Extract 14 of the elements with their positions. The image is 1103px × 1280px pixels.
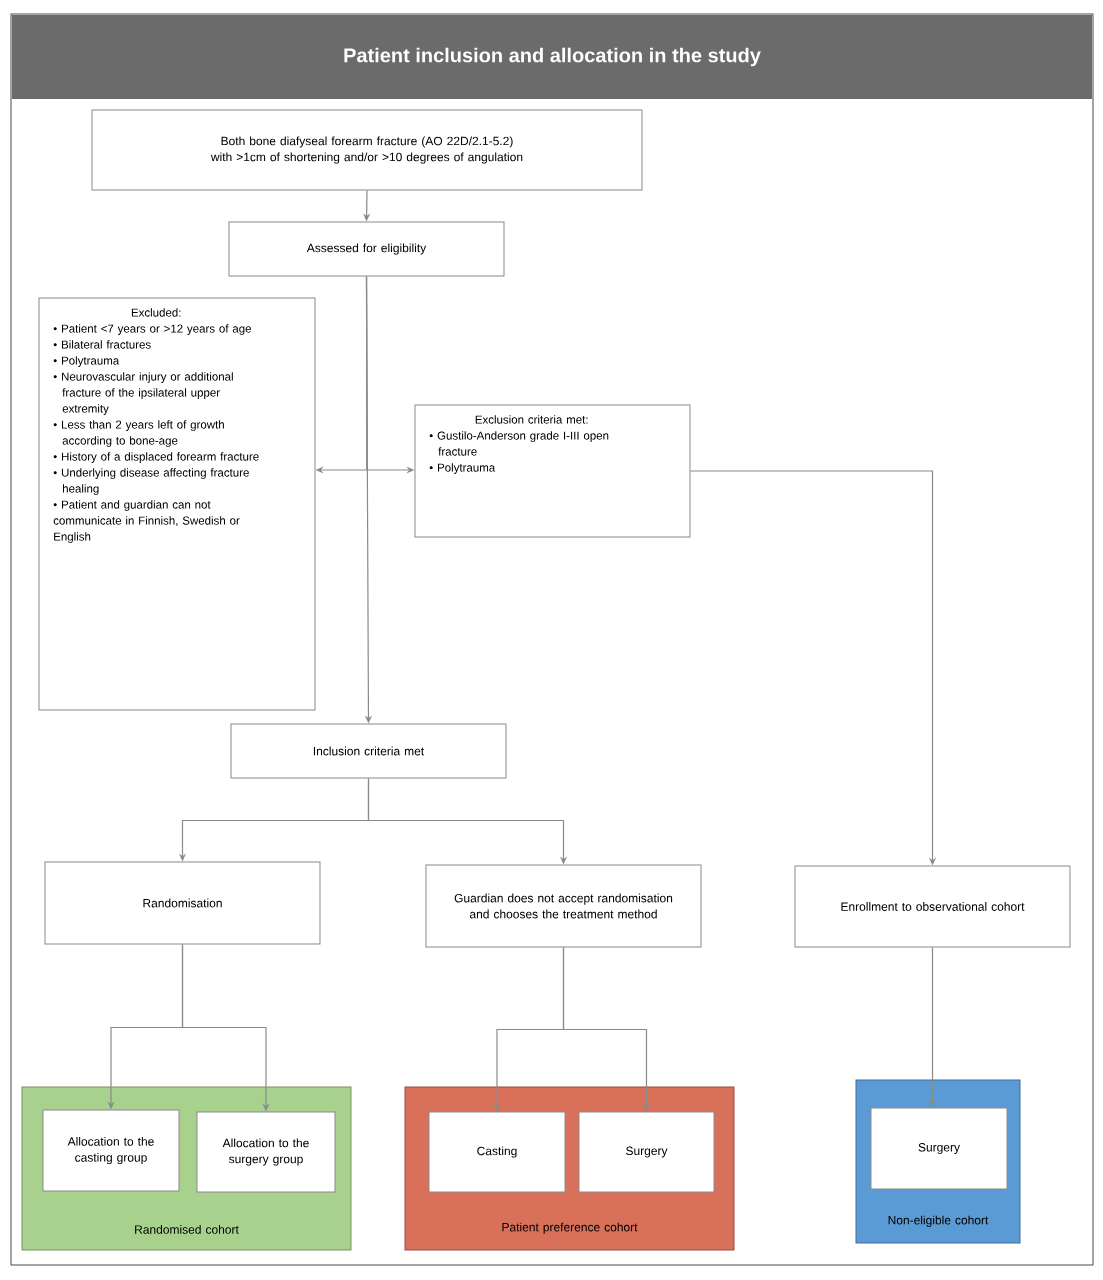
title-band: Patient inclusion and allocation in the study — [12, 15, 1092, 99]
group-box: Casting — [428, 1111, 566, 1193]
process-box: Enrollment to observational cohort — [794, 865, 1071, 948]
group-box: Allocation to the casting group — [42, 1109, 180, 1192]
process-box: Randomisation — [44, 861, 321, 945]
process-box: Inclusion criteria met — [230, 723, 507, 779]
exclusion-box: Excluded: • Patient <7 years or >12 years of age • Bilateral fractures • Polytrauma • Neurovascular injury or additional fracture of the ipsilateral upper extremity • Less than 2 years left of growth according to bone-age • History of a displaced forearm fracture • Underlying disease affecting fracture healing • Patient and guardian can not communicate in Finnish, Swedish or English — [38, 297, 316, 711]
exclusion-box: Exclusion criteria met: • Gustilo-Anderson grade I-III open fracture • Polytrauma — [414, 404, 691, 538]
process-box: Both bone diafyseal forearm fracture (AO 22D/2.1-5.2) with >1cm of shortening and/or >10 degrees of angulation — [91, 109, 643, 191]
group-box: Surgery — [870, 1107, 1008, 1190]
group-box: Surgery — [578, 1111, 715, 1193]
group-box: Allocation to the surgery group — [196, 1111, 336, 1193]
process-box: Assessed for eligibility — [228, 221, 505, 277]
process-box: Guardian does not accept randomisation and chooses the treatment method — [425, 864, 702, 948]
